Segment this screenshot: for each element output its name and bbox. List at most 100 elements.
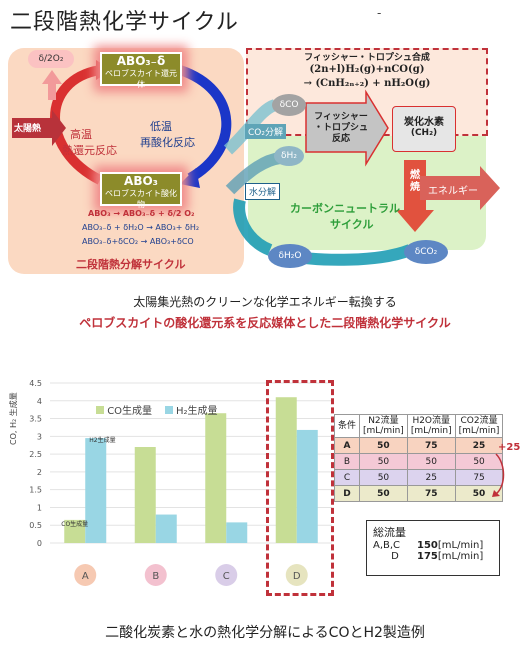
table-row: A 50 75 25 <box>333 437 504 454</box>
reduced-perovskite-box: ABO₃₋δ ペロブスカイト還元体 <box>100 52 182 89</box>
ft-synthesis-title: フィッシャー・トロプシュ合成 <box>304 53 430 63</box>
y-tick-label: 4 <box>37 397 42 406</box>
dco-node: δCO <box>272 94 306 116</box>
reaction-1: ABO₃ → ABO₃₋δ + δ/2 O₂ <box>88 209 195 218</box>
row-n2: 50 <box>359 485 408 502</box>
reaction-2: ABO₃₋δ + δH₂O → ABO₃+ δH₂ <box>82 223 200 232</box>
annotation-co: CO生成量 <box>61 520 88 528</box>
total-flow-row-abc: A,B,C 150 [mL/min] <box>373 540 493 551</box>
oxidized-label: ペロブスカイト酸化物 <box>105 189 177 209</box>
bottom-caption: 二酸化炭素と水の熱化学分解によるCOとH2製造例 <box>105 625 425 641</box>
plus-note-arrow <box>492 453 505 497</box>
ft-reaction-text: フィッシャー ・トロプシュ 反応 <box>312 112 370 145</box>
thermal-reduction-label: 熱還元反応 <box>62 144 117 157</box>
category-marker-A <box>74 564 97 586</box>
bar-co-C <box>205 413 227 543</box>
category-label-D: D <box>293 571 301 582</box>
caption-clean-energy: 太陽集光熱のクリーンな化学エネルギー転換する <box>133 295 397 309</box>
row-label: C <box>333 469 361 486</box>
reoxidation-label: 再酸化反応 <box>140 136 195 149</box>
reduced-label: ペロブスカイト還元体 <box>105 69 177 89</box>
ft-equation-line2: → (CnH₂ₙ₊₂) + nH₂O(g) <box>303 78 431 89</box>
co2-split-label: CO₂分解 <box>245 124 286 139</box>
bar-h2-D <box>296 429 318 543</box>
row-label: D <box>333 485 361 502</box>
energy-label: エネルギー <box>428 186 478 197</box>
category-label-B: B <box>152 571 159 582</box>
energy-arrow <box>420 166 500 210</box>
reoxidation-arrow <box>178 65 232 183</box>
hydrocarbon-formula: (CH₂) <box>410 128 438 138</box>
table-row: C 50 25 75 <box>333 469 504 486</box>
y-tick-label: 0 <box>37 539 42 548</box>
conditions-header-row: 条件 N2流量 [mL/min] H2O流量 [mL/min] CO2流量 [m… <box>333 414 504 438</box>
annotation-h2: H2生成量 <box>89 436 115 444</box>
total-flow-unit-d: [mL/min] <box>437 551 484 562</box>
carbon-neutral-label-2: サイクル <box>330 218 374 231</box>
row-h2o: 75 <box>406 485 456 502</box>
category-marker-C <box>215 564 238 586</box>
combustion-arrow-head <box>396 210 434 232</box>
bar-h2-A <box>85 438 107 543</box>
header-co2: CO2流量 [mL/min] <box>454 414 504 438</box>
row-h2o: 25 <box>406 469 456 486</box>
stray-mark: - <box>377 6 382 20</box>
o2-arrow-head <box>42 70 62 84</box>
reaction-3: ABO₃₋δ+δCO₂ → ABO₃+δCO <box>82 237 194 246</box>
bar-h2-C <box>226 522 248 543</box>
row-n2: 50 <box>359 453 408 470</box>
dh2o-node: δH₂O <box>268 244 312 268</box>
legend-swatch-h2 <box>164 406 173 414</box>
dco2-node: δCO₂ <box>404 240 448 264</box>
total-flow-label-d: D <box>391 551 399 562</box>
low-temp-label: 低温 <box>150 120 172 133</box>
carbon-neutral-label-1: カーボンニュートラル <box>290 202 400 215</box>
row-h2o: 75 <box>406 437 456 454</box>
h2o-return-arrow <box>233 198 273 256</box>
solar-heat-label: 太陽熱 <box>14 124 42 134</box>
oxidized-perovskite-box: ABO₃ ペロブスカイト酸化物 <box>100 172 182 209</box>
legend-label-h2: H₂生成量 <box>175 406 218 417</box>
y-tick-label: 3 <box>37 432 42 441</box>
row-h2o: 50 <box>406 453 456 470</box>
header-condition: 条件 <box>333 414 361 438</box>
total-flow-row-d: D 175 [mL/min] <box>373 551 493 562</box>
y-tick-label: 1.5 <box>29 486 42 495</box>
total-flow-value-abc: 150 <box>417 540 438 551</box>
ft-reaction-text-1: フィッシャー <box>314 112 368 122</box>
bar-co-D <box>275 397 297 543</box>
y-axis-label: CO, H₂ 生成量 <box>9 392 18 445</box>
ft-reaction-text-3: 反応 <box>331 134 350 144</box>
caption-perovskite-cycle: ペロブスカイトの酸化還元系を反応媒体とした二段階熱化学サイクル <box>79 316 451 330</box>
bar-h2-B <box>155 514 177 543</box>
legend-label-co: CO生成量 <box>107 406 153 417</box>
category-marker-B <box>144 564 167 586</box>
row-label: B <box>333 453 361 470</box>
conditions-table: 条件 N2流量 [mL/min] H2O流量 [mL/min] CO2流量 [m… <box>333 414 504 502</box>
chart-legend: CO生成量 H₂生成量 <box>96 402 217 417</box>
category-label-C: C <box>223 571 230 582</box>
conditions-table-wrap: 条件 N2流量 [mL/min] H2O流量 [mL/min] CO2流量 [m… <box>333 414 504 502</box>
two-step-cycle-caption: 二段階熱分解サイクル <box>76 258 186 271</box>
y-tick-label: 4.5 <box>29 379 42 388</box>
row-n2: 50 <box>359 437 408 454</box>
y-tick-label: 2 <box>37 468 42 477</box>
y-tick-label: 2.5 <box>29 450 42 459</box>
page-title: 二段階熱化学サイクル <box>10 10 239 35</box>
dh2-node: δH₂ <box>274 146 304 166</box>
total-flow-value-d: 175 <box>417 551 438 562</box>
solar-heat-arrow <box>12 110 66 146</box>
table-row: D 50 75 50 <box>333 485 504 502</box>
total-flow-title: 総流量 <box>373 526 406 539</box>
ft-reaction-arrow <box>305 89 389 167</box>
reduced-formula: ABO₃₋δ <box>116 54 166 68</box>
header-n2: N2流量 [mL/min] <box>359 414 408 438</box>
highlight-condition-d <box>266 380 334 596</box>
legend-swatch-co <box>96 406 104 414</box>
co-out-arrow <box>223 99 278 155</box>
header-h2o: H2O流量 [mL/min] <box>406 414 456 438</box>
y-tick-label: 1 <box>37 503 42 512</box>
category-marker-D <box>285 564 308 586</box>
bar-co-B <box>134 447 156 543</box>
reoxidation-arrow-head <box>180 168 200 188</box>
